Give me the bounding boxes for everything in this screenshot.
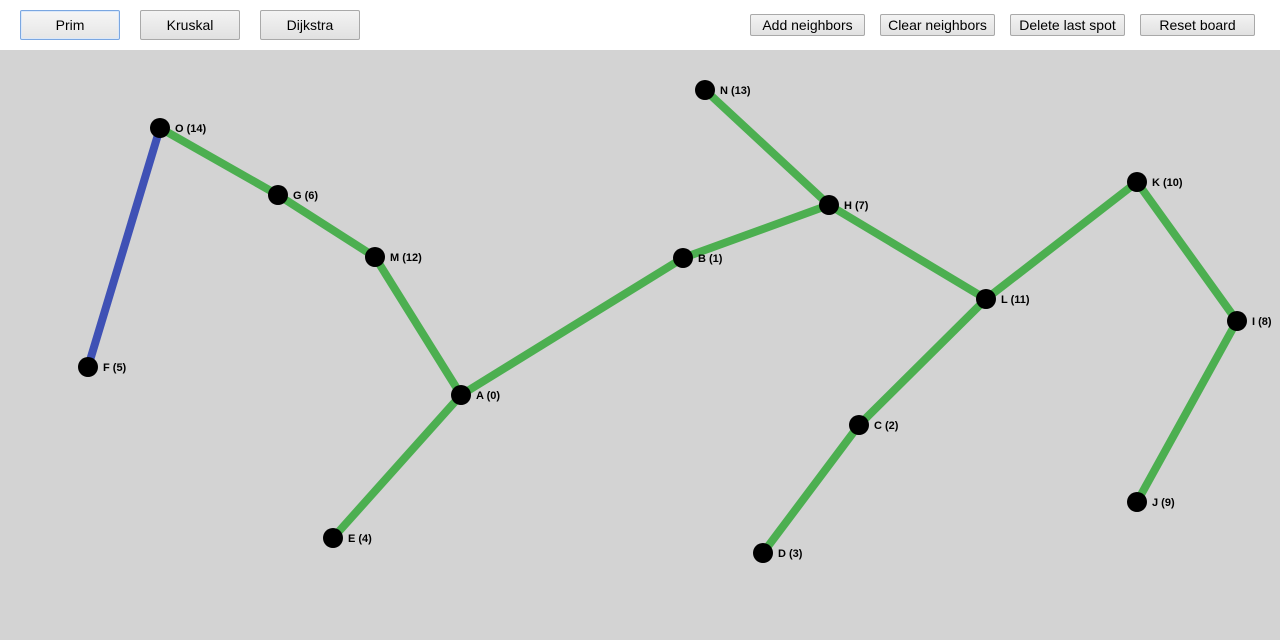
edge-h-n <box>702 87 832 208</box>
node-label: D (3) <box>778 548 803 560</box>
node-i[interactable]: I (8) <box>1227 311 1272 331</box>
edge-o-f <box>84 126 164 369</box>
node-dot[interactable] <box>1127 172 1147 192</box>
edge-g-m <box>275 191 378 261</box>
node-k[interactable]: K (10) <box>1127 172 1183 192</box>
edge-i-j <box>1133 319 1241 504</box>
node-label: O (14) <box>175 123 207 135</box>
node-o[interactable]: O (14) <box>150 118 207 138</box>
node-dot[interactable] <box>753 543 773 563</box>
node-label: K (10) <box>1152 177 1183 189</box>
edge-a-e <box>330 392 464 541</box>
node-e[interactable]: E (4) <box>323 528 372 548</box>
node-d[interactable]: D (3) <box>753 543 803 563</box>
kruskal-button[interactable]: Kruskal <box>140 10 240 40</box>
node-dot[interactable] <box>78 357 98 377</box>
edge-b-h <box>681 201 831 262</box>
node-label: E (4) <box>348 533 372 545</box>
node-label: C (2) <box>874 420 899 432</box>
node-l[interactable]: L (11) <box>976 289 1030 309</box>
node-label: I (8) <box>1252 316 1272 328</box>
node-dot[interactable] <box>976 289 996 309</box>
node-dot[interactable] <box>150 118 170 138</box>
edge-h-l <box>826 201 989 303</box>
clear-neighbors-button[interactable]: Clear neighbors <box>880 14 995 36</box>
graph-board[interactable]: A (0) B (1) C (2) D (3) E (4) F (5) G (6) H (7)… <box>0 50 1280 640</box>
add-neighbors-button[interactable]: Add neighbors <box>750 14 865 36</box>
node-a[interactable]: A (0) <box>451 385 500 405</box>
dijkstra-button[interactable]: Dijkstra <box>260 10 360 40</box>
node-label: N (13) <box>720 85 751 97</box>
reset-board-button[interactable]: Reset board <box>1140 14 1255 36</box>
node-label: L (11) <box>1001 294 1030 306</box>
node-n[interactable]: N (13) <box>695 80 751 100</box>
node-label: B (1) <box>698 253 723 265</box>
node-dot[interactable] <box>1227 311 1247 331</box>
node-c[interactable]: C (2) <box>849 415 899 435</box>
node-label: J (9) <box>1152 497 1175 509</box>
node-f[interactable]: F (5) <box>78 357 127 377</box>
node-h[interactable]: H (7) <box>819 195 869 215</box>
edge-o-g <box>158 124 280 199</box>
node-dot[interactable] <box>1127 492 1147 512</box>
edge-m-a <box>371 254 465 398</box>
node-label: H (7) <box>844 200 869 212</box>
node-dot[interactable] <box>673 248 693 268</box>
node-label: M (12) <box>390 252 422 264</box>
node-dot[interactable] <box>268 185 288 205</box>
edge-a-b <box>458 254 686 399</box>
edges-layer <box>84 87 1241 556</box>
node-dot[interactable] <box>451 385 471 405</box>
node-m[interactable]: M (12) <box>365 247 422 267</box>
node-dot[interactable] <box>849 415 869 435</box>
node-g[interactable]: G (6) <box>268 185 318 205</box>
edge-c-d <box>759 422 863 556</box>
graph-canvas[interactable]: A (0) B (1) C (2) D (3) E (4) F (5) G (6) H (7)… <box>0 50 1280 640</box>
node-dot[interactable] <box>365 247 385 267</box>
prim-button[interactable]: Prim <box>20 10 120 40</box>
edge-k-i <box>1133 179 1241 324</box>
node-label: A (0) <box>476 390 500 402</box>
node-dot[interactable] <box>819 195 839 215</box>
delete-last-spot-button[interactable]: Delete last spot <box>1010 14 1125 36</box>
node-label: G (6) <box>293 190 318 202</box>
edge-l-k <box>983 178 1140 303</box>
nodes-layer: A (0) B (1) C (2) D (3) E (4) F (5) G (6) H (7)… <box>78 80 1272 563</box>
node-dot[interactable] <box>695 80 715 100</box>
node-j[interactable]: J (9) <box>1127 492 1175 512</box>
toolbar: Prim Kruskal Dijkstra Add neighbors Clea… <box>0 0 1280 50</box>
node-label: F (5) <box>103 362 127 374</box>
node-dot[interactable] <box>323 528 343 548</box>
node-b[interactable]: B (1) <box>673 248 723 268</box>
edge-l-c <box>856 296 989 428</box>
